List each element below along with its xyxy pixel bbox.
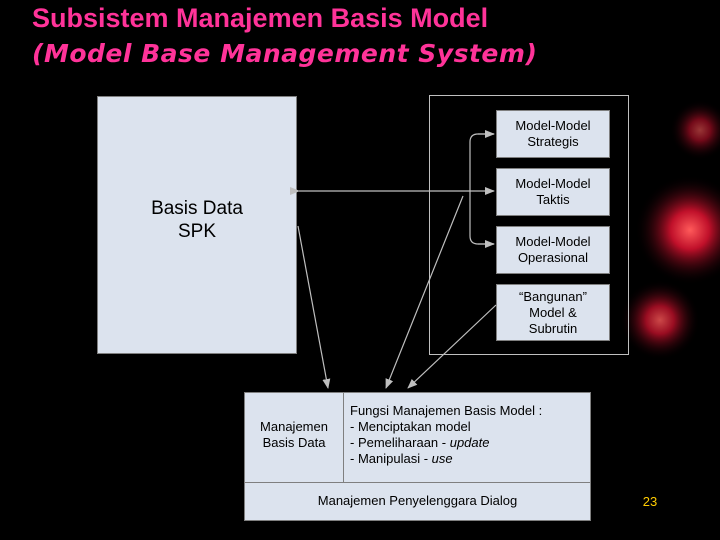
function-item-text: - Pemeliharaan - [350, 435, 450, 450]
title-paren-open: ( [32, 39, 44, 68]
panel-divider-vertical [343, 393, 344, 483]
model-functions-list: Fungsi Manajemen Basis Model : - Mencipt… [350, 403, 590, 467]
database-label-line-2: SPK [177, 221, 217, 242]
glow-orb-2 [620, 280, 700, 360]
database-label: Basis Data SPK [151, 197, 243, 243]
model-operasional-line-2: Operasional [517, 250, 589, 265]
model-bracket [469, 133, 494, 245]
bangunan-to-functions-arrow [407, 304, 497, 389]
function-item: - Manipulasi - use [350, 451, 590, 467]
model-bangunan-line-1: “Bangunan” [519, 288, 587, 304]
db-management-line-1: Manajemen [260, 419, 328, 434]
slide-title: Subsistem Manajemen Basis Model (Model B… [32, 0, 712, 72]
title-line-2: (Model Base Management System) [32, 36, 712, 72]
title-italic: Model Base Management System [43, 39, 526, 68]
model-taktis-line-2: Taktis [536, 192, 570, 207]
management-panel: Manajemen Basis Data Fungsi Manajemen Ba… [244, 392, 591, 521]
panel-divider-horizontal [245, 482, 590, 483]
glow-orb-3 [670, 100, 720, 160]
functions-title: Fungsi Manajemen Basis Model : [350, 403, 543, 418]
function-item-text: - Menciptakan model [350, 419, 471, 434]
model-box-bangunan: “Bangunan”Model &Subrutin [496, 284, 610, 341]
title-line-1: Subsistem Manajemen Basis Model [32, 3, 489, 33]
model-bangunan-line-2: Model & [529, 304, 577, 320]
dialog-management-label: Manajemen Penyelenggara Dialog [317, 493, 518, 508]
model-bangunan-line-3: Subrutin [528, 320, 578, 336]
models-to-functions-arrow [385, 195, 464, 389]
db-management-label: Manajemen Basis Data [245, 419, 343, 451]
database-box: Basis Data SPK [97, 96, 297, 354]
db-management-line-2: Basis Data [262, 435, 326, 450]
function-item-text: - Manipulasi - [350, 451, 432, 466]
function-item-italic: update [449, 435, 490, 450]
model-strategis-line-2: Strategis [527, 134, 579, 149]
function-item-italic: use [431, 451, 453, 466]
database-label-line-1: Basis Data [151, 198, 243, 219]
function-item: - Pemeliharaan - update [350, 435, 590, 451]
model-taktis-line-1: Model-Model [515, 176, 591, 191]
db-to-mgmt-arrow [297, 225, 331, 389]
model-strategis-line-1: Model-Model [515, 118, 591, 133]
glow-orb-1 [635, 175, 720, 285]
page-number: 23 [642, 494, 658, 509]
model-operasional-line-1: Model-Model [515, 234, 591, 249]
function-item: - Menciptakan model [350, 419, 590, 435]
title-paren-close: ) [525, 39, 538, 68]
model-base-frame [429, 95, 629, 355]
